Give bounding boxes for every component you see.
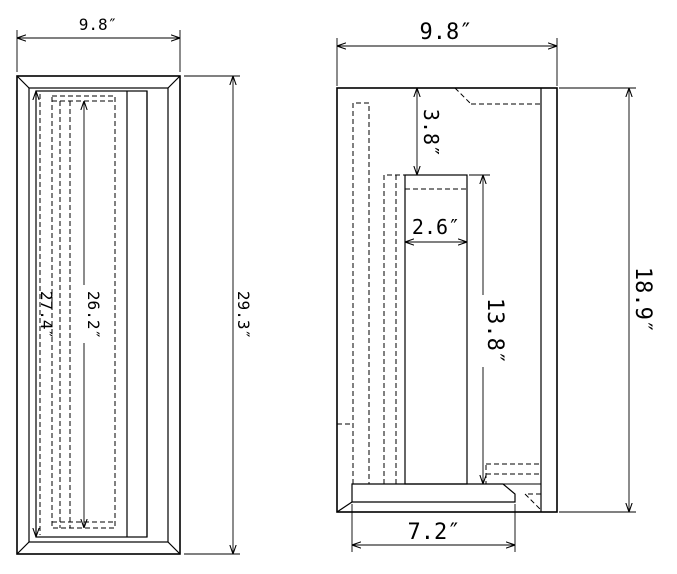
right-base-width-label: 7.2″ (408, 520, 461, 545)
left-width-label: 9.8″ (79, 15, 118, 34)
left-inner-frame (28, 87, 169, 543)
frame-corner (16, 75, 30, 89)
right-slot-width-label: 2.6″ (412, 215, 460, 239)
base-chamfer (336, 501, 353, 513)
right-width-label: 9.8″ (420, 20, 473, 45)
left-inner-height-label: 27.4″ (37, 291, 56, 339)
label-mask (476, 295, 498, 367)
right-top-gap-label: 3.8″ (419, 109, 443, 157)
frame-corner (16, 541, 30, 555)
right-slot (404, 174, 468, 485)
right-view: 9.8″ 18.9″ 3.8″ 2.6″ 13.8″ 7.2″ (336, 20, 655, 552)
frame-corner (167, 75, 181, 89)
hidden-line (523, 493, 542, 511)
right-height-label: 18.9″ (630, 267, 655, 333)
right-outer-box (336, 87, 558, 513)
left-outer-frame (16, 75, 181, 555)
frame-corner (167, 541, 181, 555)
left-height-label: 29.3″ (234, 291, 253, 339)
hidden-wall (352, 102, 370, 484)
hidden-line (454, 87, 472, 105)
left-view: 9.8″ 29.3″ 27.4″ 26.2″ (16, 15, 253, 555)
right-slot-height-label: 13.8″ (482, 298, 507, 364)
hidden-wall (383, 174, 405, 484)
left-inner-height2-label: 26.2″ (84, 291, 103, 339)
label-mask (78, 285, 96, 343)
right-base-piece (351, 483, 516, 503)
